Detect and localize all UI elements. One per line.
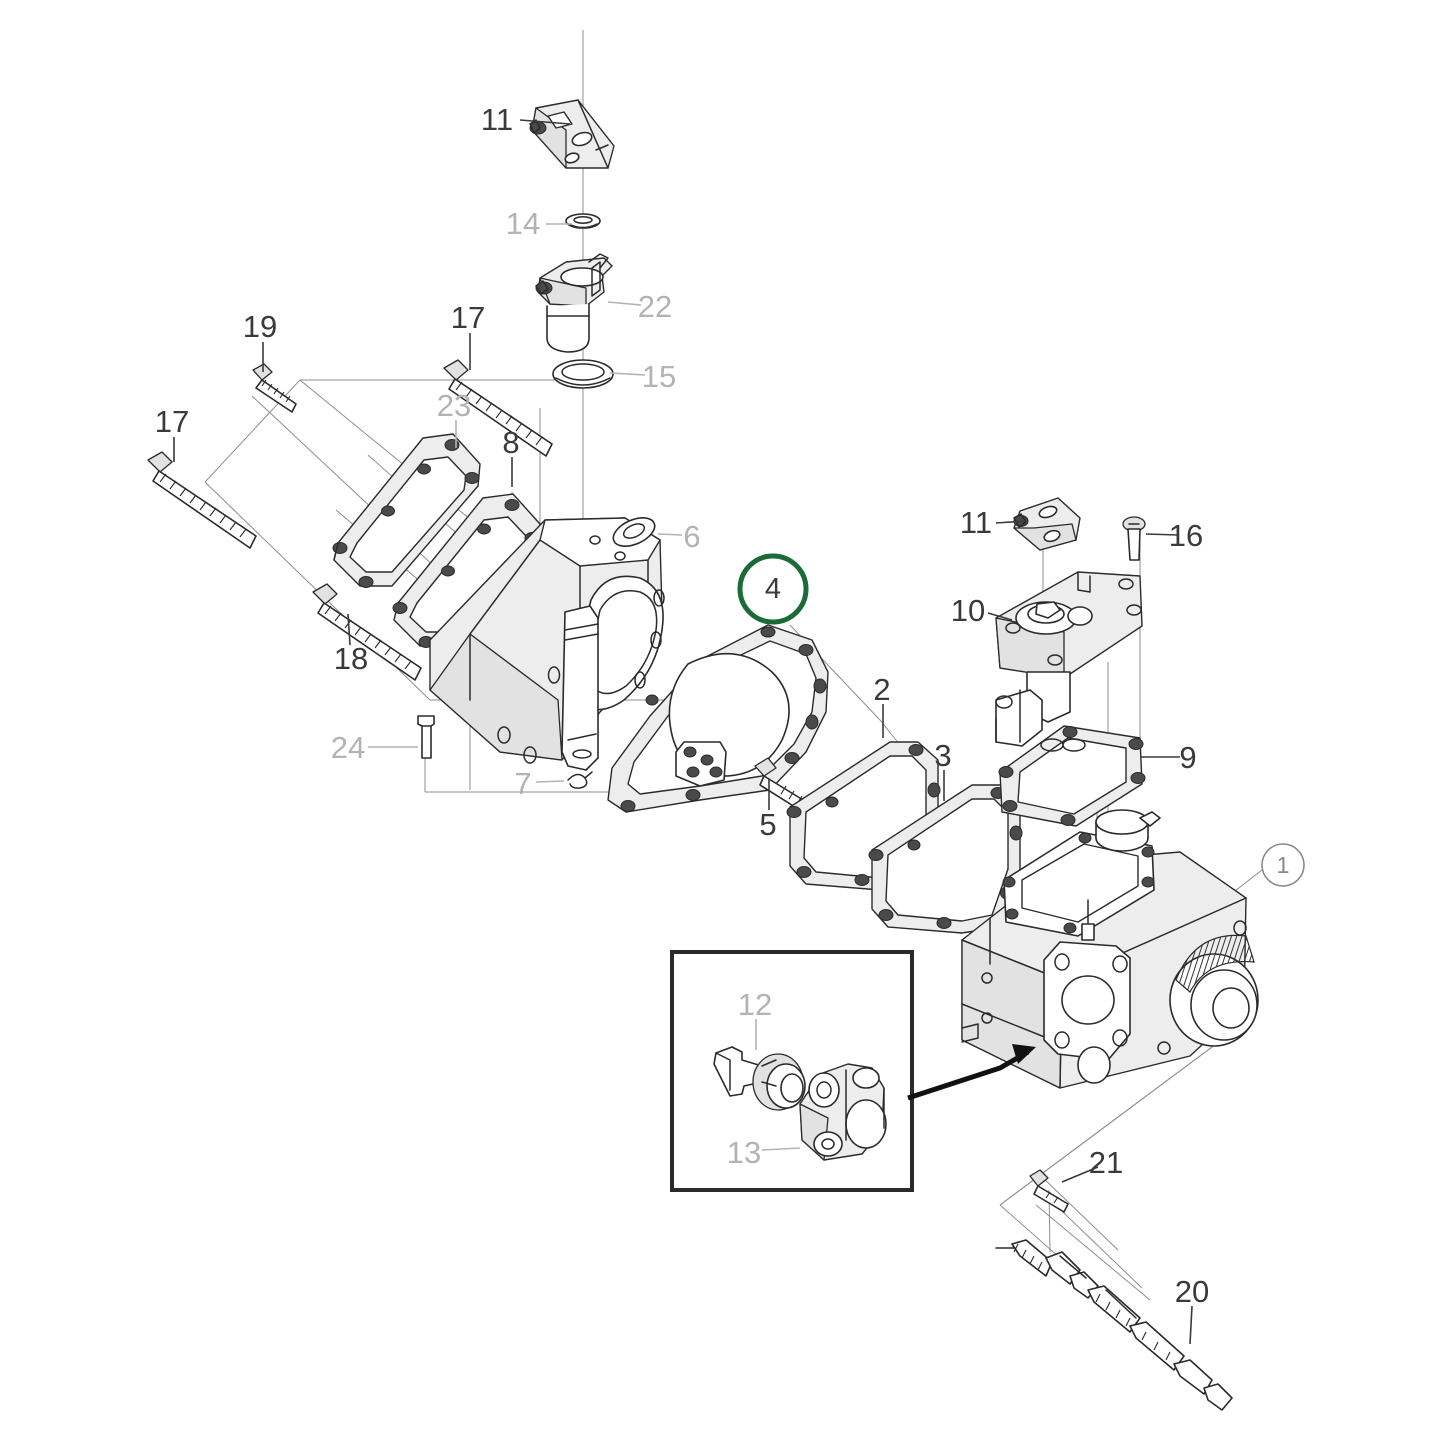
- part-23-gasket: [332, 433, 481, 588]
- callout-label-11: 11: [959, 505, 993, 540]
- callout-label-17: 17: [154, 404, 190, 439]
- part-9-gasket: [998, 725, 1146, 827]
- part-3-gasket: [868, 784, 1023, 934]
- callout-label-2: 2: [873, 672, 891, 707]
- callout-label-20: 20: [1174, 1274, 1210, 1309]
- part-15-o-ring: [552, 359, 614, 389]
- callout-label-3: 3: [934, 738, 952, 773]
- callout-label-21: 21: [1088, 1145, 1124, 1180]
- part-1-gearbox-body: [961, 809, 1259, 1089]
- callout-leader-7: [535, 780, 565, 783]
- callout-label-12: 12: [737, 987, 773, 1022]
- callout-leader-10: [987, 612, 1013, 621]
- callout-leader-20: [1189, 1305, 1193, 1345]
- callout-ring-4: [737, 553, 809, 625]
- part-7-clip: [567, 771, 593, 789]
- callout-label-6: 6: [683, 519, 701, 554]
- callout-label-17: 17: [450, 300, 486, 335]
- callout-ring-label-1: 1: [1276, 852, 1290, 878]
- callout-leader-6: [657, 533, 683, 536]
- callout-label-8: 8: [502, 425, 520, 460]
- part-8-gasket: [392, 493, 541, 648]
- callout-ring-1: [1261, 843, 1305, 887]
- callout-label-24: 24: [330, 730, 366, 765]
- callout-leader-11: [519, 119, 571, 125]
- callout-rings: [737, 553, 1305, 887]
- part-17-long-bolt-b: [147, 451, 257, 549]
- part-16-screw: [1122, 516, 1146, 561]
- callout-leader-21: [1061, 1166, 1099, 1183]
- callout-label-10: 10: [950, 593, 986, 628]
- callout-label-23: 23: [436, 388, 472, 423]
- callout-leader-lines: [173, 119, 1193, 1345]
- callout-label-19: 19: [242, 309, 278, 344]
- callout-label-14: 14: [505, 206, 541, 241]
- callout-leader-22: [607, 301, 642, 306]
- callout-leader-11: [995, 520, 1027, 524]
- part-6-housing: [429, 517, 665, 771]
- callout-label-11: 11: [480, 102, 514, 137]
- callout-label-16: 16: [1168, 518, 1204, 553]
- part-20-input-shaft: [995, 1239, 1233, 1411]
- callout-label-15: 15: [641, 359, 677, 394]
- part-11-top-bracket: [529, 99, 615, 169]
- part-14-washer: [565, 213, 601, 229]
- callout-label-13: 13: [726, 1135, 762, 1170]
- part-21-bolt: [1029, 1169, 1069, 1213]
- part-17-long-bolt-a: [443, 359, 553, 457]
- part-10-cover-plate: [995, 571, 1143, 747]
- part-18-long-bolt: [312, 583, 422, 681]
- callout-leader-18: [347, 613, 351, 646]
- callout-ring-label-4: 4: [764, 573, 782, 605]
- callout-label-22: 22: [637, 289, 673, 324]
- part-11-right-bracket: [1013, 497, 1081, 551]
- callout-leader-16: [1145, 533, 1179, 536]
- part-13-pump-body: [799, 1063, 887, 1161]
- callout-label-7: 7: [514, 766, 532, 801]
- part-12-shaft-seal: [713, 1046, 806, 1111]
- callout-label-18: 18: [333, 641, 369, 676]
- callout-label-5: 5: [759, 807, 777, 842]
- callout-label-9: 9: [1179, 740, 1197, 775]
- inset-pointer-arrow: [907, 1044, 1036, 1101]
- callout-leader-15: [609, 372, 646, 376]
- callout-leader-13: [761, 1147, 801, 1151]
- part-22-valve-housing: [535, 253, 613, 353]
- part-19-bolt: [252, 363, 297, 413]
- part-24-bolt: [417, 715, 435, 759]
